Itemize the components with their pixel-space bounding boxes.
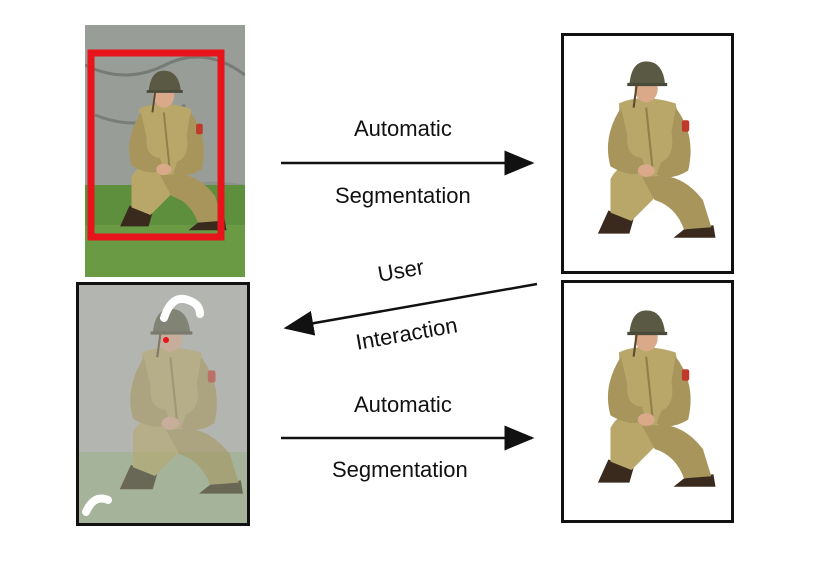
bounding-box — [87, 49, 225, 241]
input-photo — [85, 25, 245, 277]
middle-arrow-label-user: User — [375, 254, 426, 287]
input-photo-panel — [85, 25, 245, 277]
first-segmentation-panel — [561, 33, 734, 274]
refined-segmentation-panel — [561, 280, 734, 523]
background-scribble — [82, 494, 112, 516]
segmentation-result-2 — [561, 280, 734, 523]
top-arrow-label-segmentation: Segmentation — [335, 183, 471, 208]
red-scribble-dot — [163, 337, 169, 343]
bottom-arrow-label-segmentation: Segmentation — [332, 457, 468, 482]
segmentation-result-1 — [561, 33, 734, 274]
user-scribbles-panel — [76, 282, 250, 526]
middle-arrow-label-interaction: Interaction — [353, 312, 460, 355]
foreground-scribble — [160, 294, 204, 322]
top-arrow-label-automatic: Automatic — [354, 116, 452, 141]
scribbled-photo — [76, 282, 250, 526]
bottom-arrow-label-automatic: Automatic — [354, 392, 452, 417]
